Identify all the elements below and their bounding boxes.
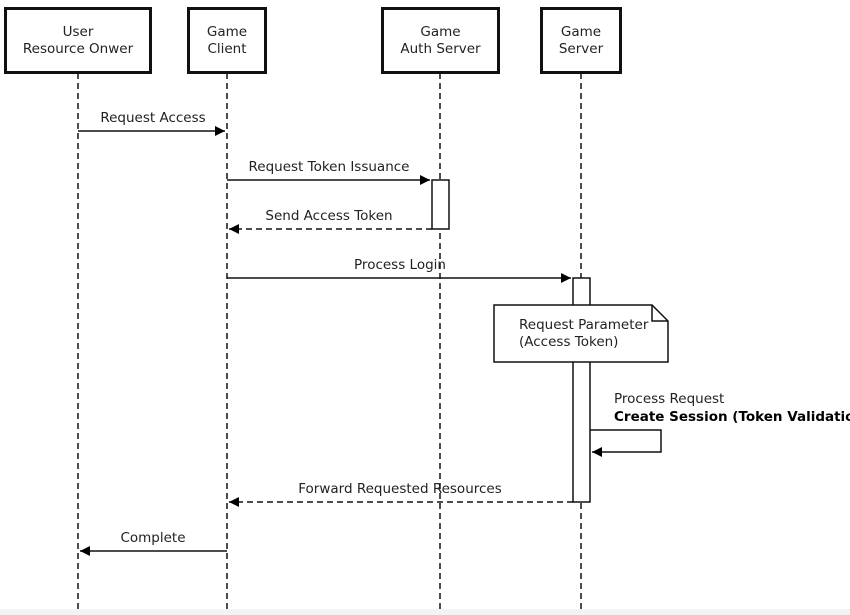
note-fold	[651, 305, 668, 322]
self-message-label-line2: Create Session (Token Validation)	[614, 409, 850, 425]
activation-auth-server	[431, 179, 450, 230]
note-line2: (Access Token)	[519, 334, 619, 350]
participant-game-server-line1: Game	[560, 23, 602, 40]
participant-user-line2: Resource Onwer	[22, 40, 134, 57]
self-message-label-line1: Process Request	[614, 391, 725, 407]
participant-game-client-line1: Game	[206, 23, 248, 40]
participant-user-line1: User	[62, 23, 94, 40]
participant-game-server: Game Server	[540, 7, 622, 74]
message-label-forward-resources: Forward Requested Resources	[298, 481, 502, 497]
participant-game-server-line2: Server	[558, 40, 604, 57]
bottom-border	[0, 609, 850, 615]
message-label-request-access: Request Access	[100, 110, 206, 126]
participant-auth-server-line1: Game	[420, 23, 461, 40]
note-shape	[493, 304, 669, 363]
self-message-arrow	[590, 429, 662, 457]
message-label-send-token: Send Access Token	[265, 208, 393, 224]
participant-auth-server-label: Game Auth Server	[400, 24, 480, 58]
participant-user: User Resource Onwer	[4, 7, 152, 74]
participant-game-server-label: Game Server	[559, 24, 603, 58]
participant-auth-server-line2: Auth Server	[400, 40, 481, 57]
participant-game-client-label: Game Client	[207, 24, 247, 58]
participant-user-label: User Resource Onwer	[23, 24, 133, 58]
participant-auth-server: Game Auth Server	[381, 7, 500, 74]
participant-game-client-line2: Client	[207, 40, 247, 57]
note-text: Request Parameter (Access Token)	[519, 317, 648, 351]
message-label-complete: Complete	[120, 530, 186, 546]
note-line1: Request Parameter	[519, 317, 649, 333]
message-label-request-token: Request Token Issuance	[248, 159, 410, 175]
participant-game-client: Game Client	[187, 7, 267, 74]
message-label-process-login: Process Login	[354, 257, 446, 273]
